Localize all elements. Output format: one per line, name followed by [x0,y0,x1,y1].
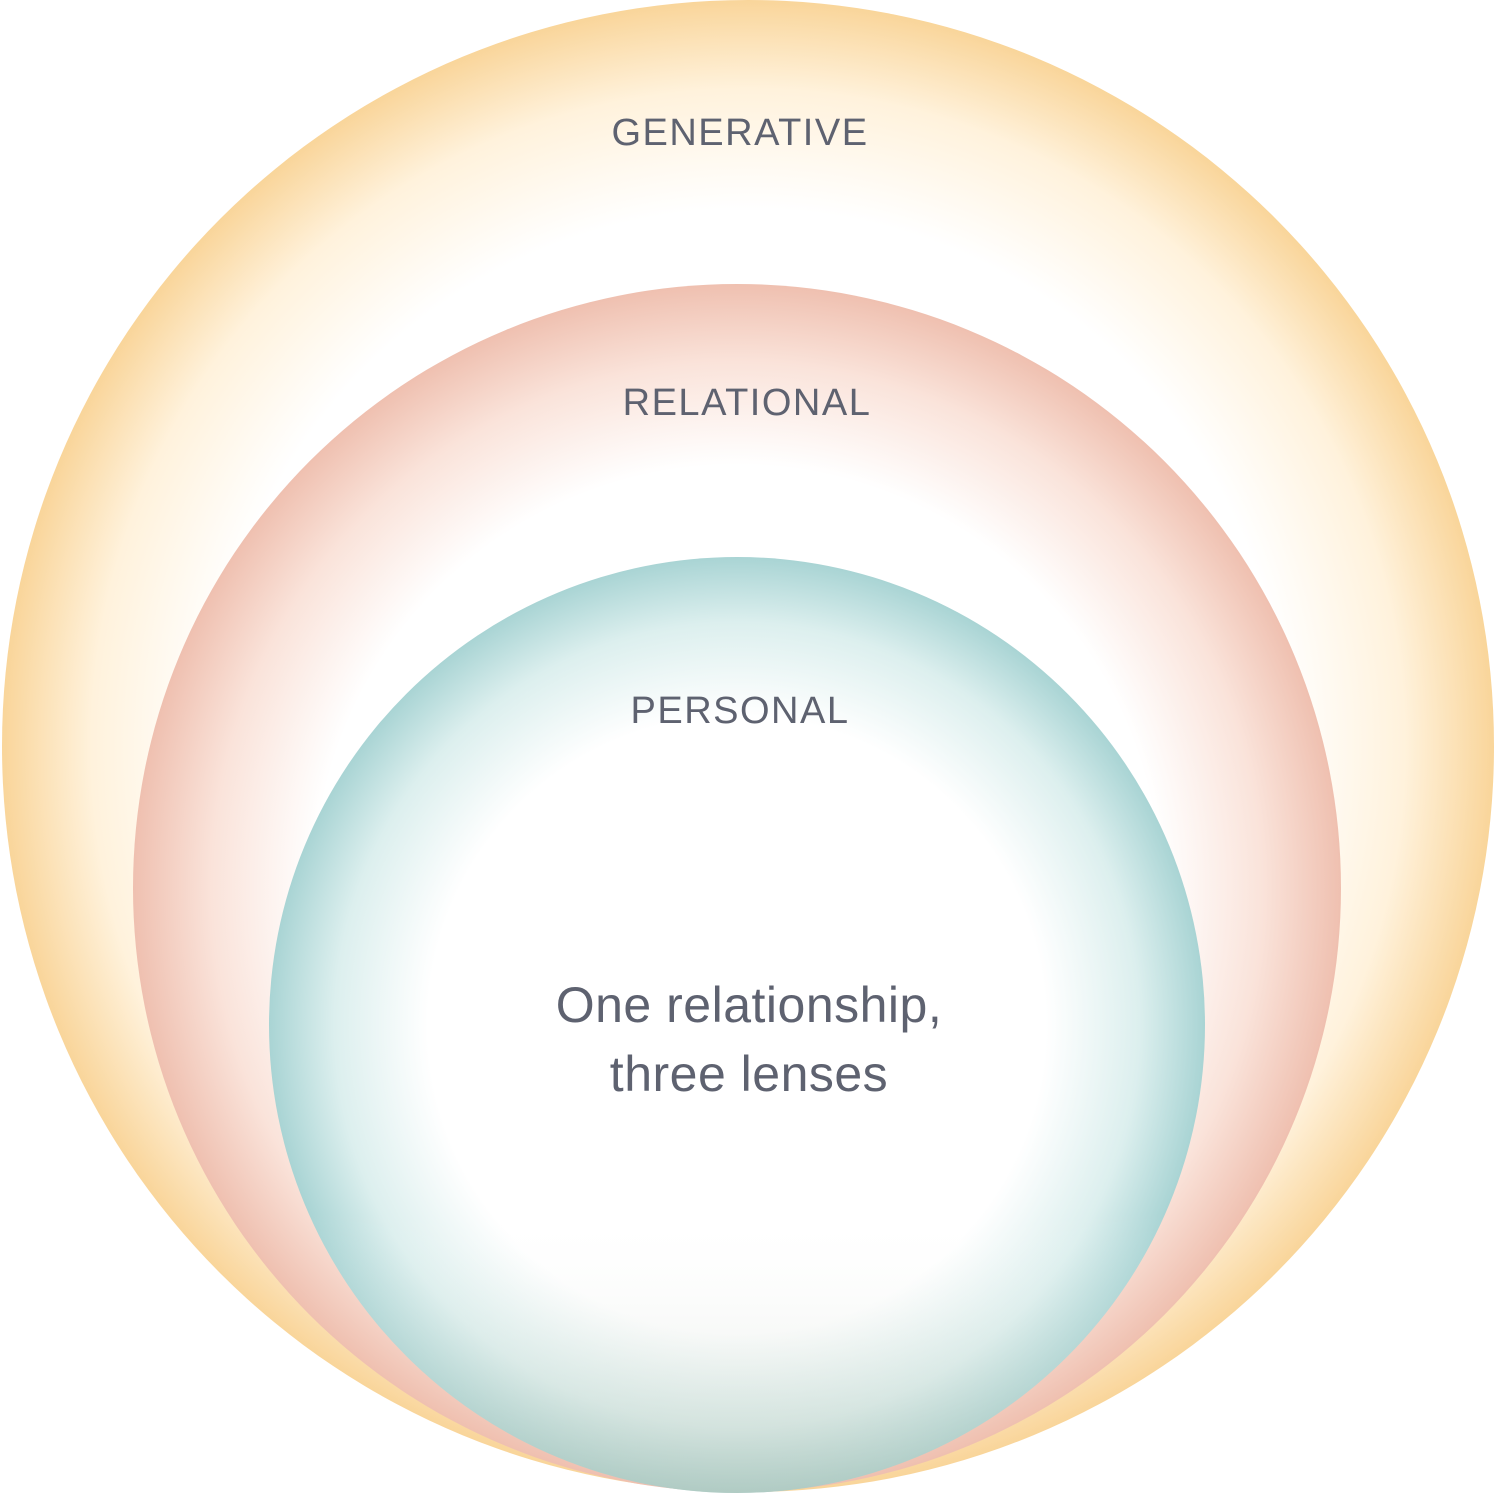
personal-label: PERSONAL [631,690,850,732]
relational-label: RELATIONAL [623,382,872,424]
personal-layer: PERSONAL [269,557,1205,1493]
center-text: One relationship, three lenses [556,977,943,1102]
generative-label: GENERATIVE [611,112,868,154]
personal-bottom-tint [269,557,1205,1493]
center-text-line-2: three lenses [610,1046,888,1102]
center-text-line-1: One relationship, [556,977,943,1033]
